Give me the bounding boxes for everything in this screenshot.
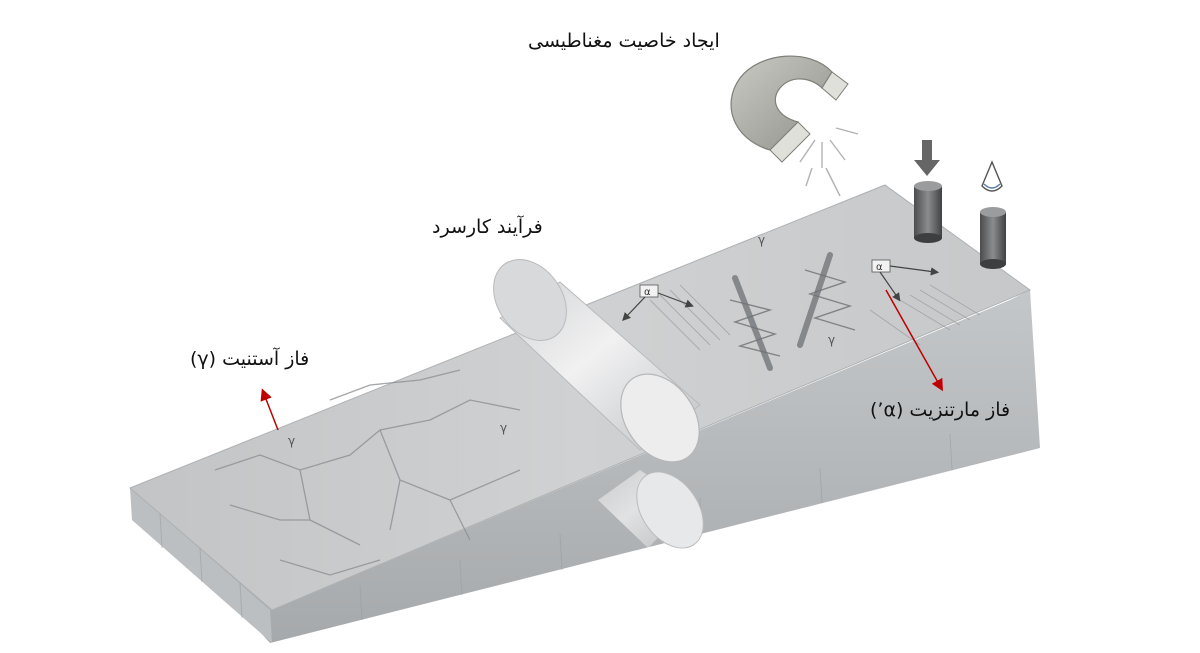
upper-roller — [493, 259, 701, 463]
martensite-structure: γ γ α α — [622, 233, 981, 371]
magnetism-label: ایجاد خاصیت مغناطیسی — [528, 30, 720, 52]
alpha-box-1 — [639, 284, 659, 298]
austenite-label: فاز آستنیت (γ) — [190, 348, 310, 370]
indenter-pin-2 — [980, 207, 1006, 269]
plate-top-surface — [129, 184, 1032, 611]
gamma-mark-1: γ — [288, 434, 295, 448]
steel-plate — [129, 184, 1040, 643]
alpha-arrow-2 — [622, 296, 646, 322]
magnet-sparks — [799, 127, 859, 197]
gamma-mark-4: γ — [828, 333, 835, 347]
gamma-mark-3: γ — [758, 233, 765, 247]
martensite-label: فاز مارتنزیت (α’) — [870, 399, 1011, 421]
plate-front-face — [130, 290, 1040, 643]
cold-work-label: فرآیند کارسرد — [432, 216, 543, 238]
gamma-mark-2: γ — [500, 421, 507, 435]
austenite-callout-arrow — [260, 388, 279, 431]
martensite-callout-arrow — [885, 289, 943, 392]
alpha-arrow-3 — [889, 265, 940, 276]
lower-roller — [598, 470, 704, 549]
indenter-arrow-icon — [914, 140, 940, 176]
alpha-arrow-4 — [879, 271, 901, 302]
cone-indenter-icon — [981, 160, 1003, 192]
austenite-grain-boundaries — [214, 369, 521, 576]
alpha-mark-1: α — [644, 287, 651, 298]
alpha-arrow-1 — [657, 292, 694, 308]
alpha-mark-2: α — [876, 262, 883, 273]
magnet-icon — [730, 55, 859, 197]
indenter-pin-1 — [914, 181, 942, 243]
